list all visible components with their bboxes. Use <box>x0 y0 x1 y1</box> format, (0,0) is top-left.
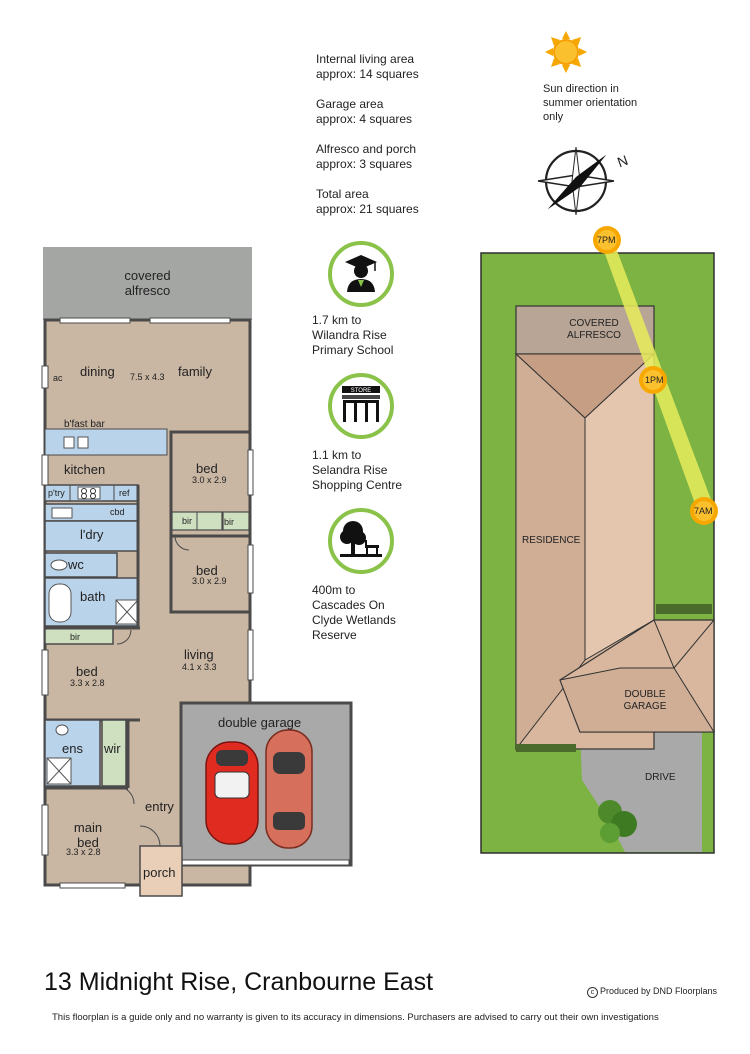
porch-label: porch <box>143 865 176 880</box>
school-distance-text: 1.7 km to Wilandra Rise Primary School <box>312 313 394 357</box>
dining-label: dining <box>80 364 115 379</box>
internal-area-text: Internal living area approx: 14 squares <box>316 52 419 81</box>
cbd-label: cbd <box>110 507 125 517</box>
sun-1pm-label: 1PM <box>645 375 664 385</box>
bedroom-2-size: 3.0 x 2.9 <box>192 576 227 586</box>
covered-alfresco-label: covered alfresco <box>124 268 171 298</box>
total-area-text: Total area approx: 21 squares <box>316 187 419 216</box>
disclaimer-text: This floorplan is a guide only and no wa… <box>52 1012 659 1023</box>
covered-alfresco-area <box>43 247 252 320</box>
living-label: living <box>184 647 214 662</box>
property-address-title: 13 Midnight Rise, Cranbourne East <box>44 968 434 996</box>
bir-c-label: bir <box>70 632 81 642</box>
site-double-garage-label: DOUBLE GARAGE <box>623 689 667 712</box>
laundry-label: l'dry <box>80 527 104 542</box>
garage-area-text: Garage area approx: 4 squares <box>316 97 413 126</box>
bedroom-1-size: 3.0 x 2.9 <box>192 475 227 485</box>
porch-area <box>139 845 183 897</box>
floor-plan <box>41 247 353 897</box>
compass-icon: N <box>537 146 630 216</box>
main-bedroom-label: main bed <box>73 820 103 850</box>
living-size: 4.1 x 3.3 <box>182 662 217 672</box>
store-sign-label: STORE <box>351 388 372 394</box>
family-label: family <box>178 364 212 379</box>
drive-label: DRIVE <box>645 772 676 783</box>
bath-label: bath <box>80 589 106 604</box>
ref-label: ref <box>119 488 130 498</box>
sun-7pm-marker <box>593 226 621 254</box>
wc-label: wc <box>68 557 84 572</box>
breakfast-bar-label: b'fast bar <box>64 419 105 430</box>
dining-family-size: 7.5 x 4.3 <box>130 372 165 382</box>
red-car-left <box>205 741 259 845</box>
graduation-icon <box>328 241 394 307</box>
breakfast-bar <box>44 428 168 456</box>
site-covered-alfresco-label: COVERED ALFRESCO <box>567 318 621 341</box>
wetlands-distance-text: 400m to Cascades On Clyde Wetlands Reser… <box>312 583 396 642</box>
ensuite-label: ens <box>62 741 83 756</box>
sun-direction-note: Sun direction in summer orientation only <box>543 83 638 123</box>
bedroom-3-size: 3.3 x 2.8 <box>70 678 105 688</box>
bir-a-label: bir <box>182 516 193 526</box>
bedroom-3-label: bed <box>76 664 98 679</box>
double-garage-label: double garage <box>218 715 302 730</box>
sun-7pm-label: 7PM <box>597 235 616 245</box>
sun-7am-marker <box>690 497 718 525</box>
park-tree-icon <box>328 508 394 574</box>
alfresco-area-text: Alfresco and porch approx: 3 squares <box>316 142 417 171</box>
bedroom-1-label: bed <box>196 461 218 476</box>
site-plan <box>480 226 718 854</box>
copyright-icon: c <box>587 987 598 998</box>
bedroom-2-label: bed <box>196 563 218 578</box>
wir-label: wir <box>104 741 121 756</box>
sun-7am-label: 7AM <box>694 506 713 516</box>
store-icon: STORE <box>328 373 394 439</box>
main-bedroom-size: 3.3 x 2.8 <box>66 847 101 857</box>
shopping-distance-text: 1.1 km to Selandra Rise Shopping Centre <box>312 448 403 492</box>
residence-label: RESIDENCE <box>522 535 581 546</box>
entry-label: entry <box>145 799 174 814</box>
ac-label: ac <box>53 373 63 383</box>
sun-icon <box>545 31 587 73</box>
red-car-right <box>265 729 313 849</box>
bir-b-label: bir <box>224 517 235 527</box>
sun-1pm-marker <box>639 366 667 394</box>
laundry-room <box>44 520 139 552</box>
pantry-label: p'try <box>48 488 65 498</box>
kitchen-label: kitchen <box>64 462 106 477</box>
